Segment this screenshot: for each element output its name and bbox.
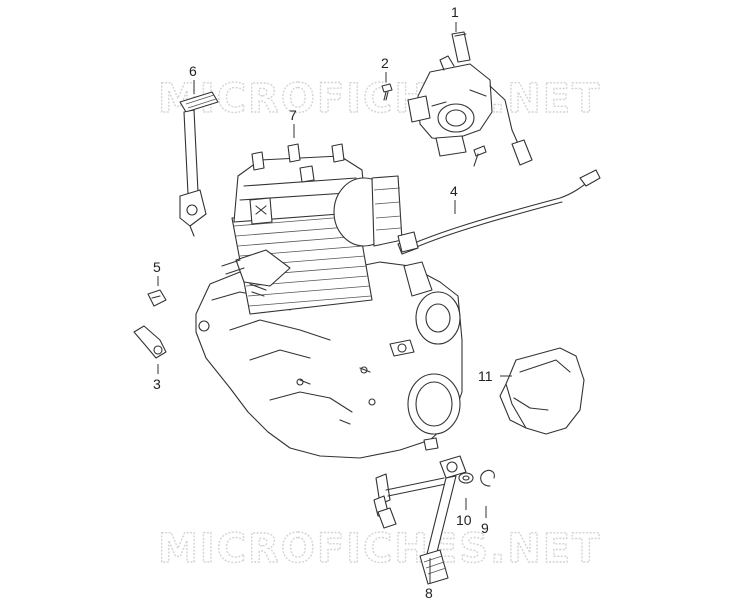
circlip[interactable]: [480, 469, 495, 487]
clip[interactable]: [147, 289, 167, 307]
bolt[interactable]: [381, 83, 393, 101]
watermark-top: MICROFICHES.NET: [158, 76, 601, 122]
callout-9: 9: [481, 520, 489, 536]
callout-11: 11: [478, 368, 493, 384]
engine-assembly[interactable]: [195, 143, 463, 459]
carburetor[interactable]: [407, 31, 533, 167]
callout-2: 2: [381, 55, 389, 71]
callout-10: 10: [456, 512, 472, 528]
callout-7: 7: [289, 107, 297, 123]
callout-4: 4: [450, 183, 458, 199]
callout-3: 3: [153, 376, 161, 392]
throttle-cable[interactable]: [397, 169, 601, 255]
gear-shift-lever[interactable]: [373, 455, 467, 585]
callout-6: 6: [189, 63, 197, 79]
callout-8: 8: [425, 585, 433, 600]
sprocket-cover[interactable]: [499, 347, 585, 435]
washer[interactable]: [458, 472, 474, 484]
kick-starter[interactable]: [179, 91, 219, 237]
clamp[interactable]: [133, 325, 167, 359]
callout-1: 1: [451, 4, 459, 20]
callout-5: 5: [153, 259, 161, 275]
watermark-bottom: MICROFICHES.NET: [158, 526, 601, 572]
